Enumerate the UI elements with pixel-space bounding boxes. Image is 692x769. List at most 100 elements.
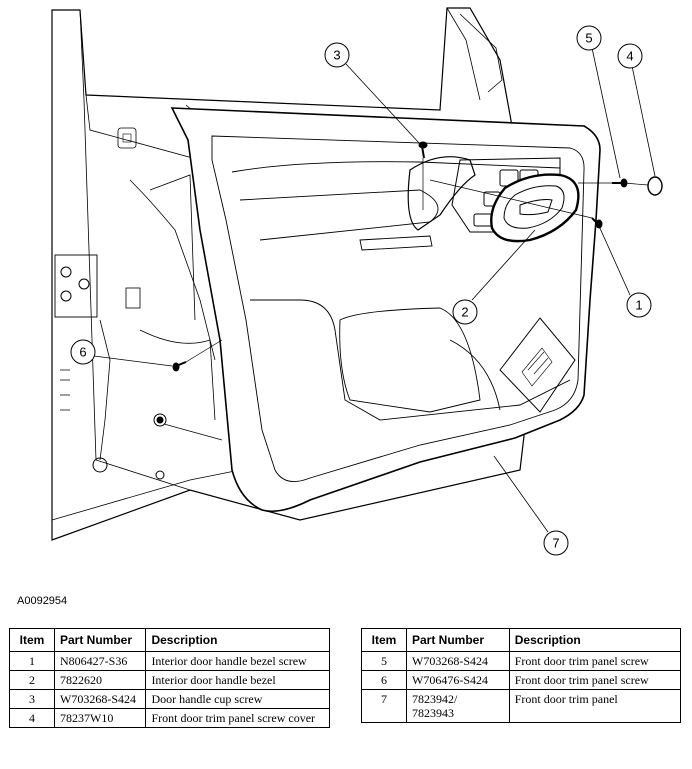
table-header-row: Item Part Number Description (361, 628, 682, 652)
window-channel (459, 13, 503, 93)
leader-1 (598, 225, 631, 296)
part-number-cell: 7823942/ 7823943 (406, 689, 510, 723)
armrest-top (231, 161, 561, 173)
description-cell: Interior door handle bezel screw (145, 651, 330, 671)
handle-cup (407, 156, 476, 231)
description-cell: Front door trim panel screw (508, 670, 682, 690)
panel-clip (156, 416, 164, 424)
callout-2-label: 2 (461, 305, 468, 320)
latch-detail (99, 319, 111, 461)
trim-panel-inner-line (211, 135, 585, 483)
callout-4-label: 4 (626, 49, 633, 64)
callout-2-circle (452, 299, 478, 325)
fastener-hole (155, 470, 165, 480)
holes-strip (60, 369, 70, 411)
handle-bezel-inner (503, 185, 565, 229)
screw-head (172, 362, 180, 372)
leader-7 (493, 455, 549, 533)
regulator-arm (129, 179, 216, 361)
callout-1-circle (626, 292, 652, 318)
item-cell: 3 (9, 689, 55, 709)
fastener-hole (92, 457, 108, 473)
callout-5-circle (576, 25, 602, 51)
callout-6-label: 6 (79, 345, 86, 360)
callout-3-label: 3 (333, 48, 340, 63)
speaker-grille-pattern (521, 347, 553, 387)
part-number-cell: N806427-S36 (53, 651, 147, 671)
description-cell: Front door trim panel screw cover (145, 708, 330, 728)
screw-cover-item-4 (647, 176, 663, 196)
panel-lower-contour (250, 299, 571, 421)
leader-3 (345, 63, 421, 145)
leader-5 (591, 47, 621, 179)
latch-plate (54, 254, 98, 318)
door-frame-inner-edge (79, 9, 191, 491)
trim-panel-outline (170, 107, 601, 513)
description-cell: Door handle cup screw (145, 689, 330, 709)
latch-bolt (78, 278, 90, 290)
lower-sill (51, 469, 241, 521)
description-cell: Front door trim panel (508, 689, 682, 723)
item-cell: 2 (9, 670, 55, 690)
part-number-cell: W703268-S424 (406, 651, 510, 671)
callout-7-label: 7 (552, 536, 559, 551)
header-item: Item (361, 628, 407, 652)
part-number-cell: W706476-S424 (406, 670, 510, 690)
callout-4-circle (617, 43, 643, 69)
regulator-arm (149, 174, 196, 321)
assembly-line (163, 423, 223, 441)
pocket-lip (449, 339, 501, 411)
lock-rod-clip (125, 287, 141, 309)
leader-2 (471, 229, 536, 301)
grip-handle (359, 235, 433, 251)
bracket-slot (122, 133, 132, 143)
handle-bezel (490, 173, 580, 243)
assembly-line (429, 179, 593, 219)
latch-bolt (60, 266, 72, 278)
bracket (117, 127, 137, 149)
latch-bolt (60, 290, 72, 302)
map-pocket (339, 307, 481, 413)
description-cell: Interior door handle bezel (145, 670, 330, 690)
callout-5-label: 5 (585, 31, 592, 46)
callout-7-circle (543, 530, 569, 556)
door-frame (51, 7, 541, 541)
callout-3-circle (324, 42, 350, 68)
header-item: Item (9, 628, 55, 652)
screw-head (418, 141, 428, 149)
fastener-hole (153, 413, 167, 427)
door-trim-diagram: 1 2 3 4 5 6 7 (51, 7, 663, 556)
screw-head (595, 219, 603, 229)
table-header-row: Item Part Number Description (9, 628, 330, 652)
callout-1-label: 1 (635, 298, 642, 313)
callout-6-circle (70, 339, 96, 365)
header-part-number: Part Number (406, 628, 510, 652)
figure-id: A0092954 (17, 595, 68, 607)
item-cell: 4 (9, 708, 55, 728)
leader-4 (631, 65, 656, 177)
assembly-line (623, 182, 649, 186)
door-handle-lever (519, 199, 553, 216)
header-description: Description (145, 628, 330, 652)
part-number-cell: W703268-S424 (53, 689, 147, 709)
part-number-cell: 78237W10 (53, 708, 147, 728)
speaker-grille (499, 317, 576, 413)
leader-6 (93, 355, 173, 367)
window-frame-edge (446, 7, 481, 101)
part-number-cell: 7822620 (53, 670, 147, 690)
item-cell: 1 (9, 651, 55, 671)
cable-run (139, 329, 216, 421)
header-part-number: Part Number (53, 628, 147, 652)
header-description: Description (508, 628, 682, 652)
